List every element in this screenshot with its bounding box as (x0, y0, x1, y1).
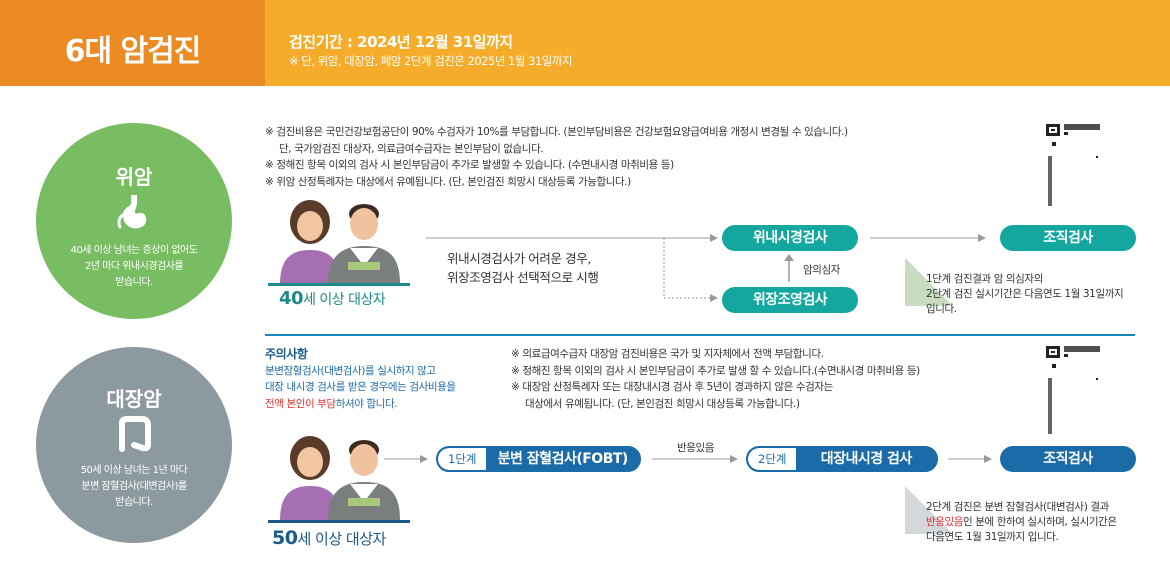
colon-footnote-line: 2단계 검진은 분변 잠혈검사(대변검사) 결과 (926, 501, 1109, 513)
biopsy-step-colon: 조직검사 (1000, 446, 1136, 472)
fobt-step: 1단계 분변 잠혈검사(FOBT) (436, 446, 641, 472)
colon-note: ※ 대장암 산정특례자 또는 대장내시경 검사 후 5년이 경과하지 않은 수검… (511, 381, 833, 393)
biopsy-step-stomach: 조직검사 (1000, 225, 1136, 251)
screening-period-note: ※ 단, 위암, 대장암, 폐암 2단계 검진은 2025년 1월 31일까지 (289, 54, 572, 68)
reaction-label: 반응있음 (677, 442, 715, 454)
fobt-step-text: 분변 잠혈검사(FOBT) (497, 451, 629, 467)
header-right-panel (265, 0, 1170, 86)
stomach-cancer-circle: 위암 40세 이상 남녀는 증상이 없어도 2년 마다 위내시경검사를 받습니다… (36, 123, 232, 319)
colon-note: 대상에서 유예됩니다. (단, 본인검진 희망시 대상등록 가능합니다.) (525, 397, 800, 410)
age-label-50: 50세 이상 대상자 (272, 527, 386, 549)
age-number-50: 50 (272, 527, 298, 549)
fobt-step-label: 1단계 (438, 448, 487, 470)
stomach-footnote-line: 1단계 검진결과 암 의심자의 (926, 273, 1043, 285)
age-number-40: 40 (279, 288, 304, 309)
stomach-note: 단, 국가암검진 대상자, 의료급여수급자는 본인부담이 없습니다. (279, 142, 544, 155)
endoscopy-step: 위내시경검사 (722, 225, 858, 251)
caution-red: 전액 본인이 부담 (265, 397, 336, 410)
caution-title: 주의사항 (265, 347, 308, 361)
stomach-footnote-line: 입니다. (926, 303, 957, 315)
arrow-right-icon (384, 455, 428, 463)
colon-footnote-line: 인 분에 한하여 실시하며, 실시기간은 (963, 516, 1117, 528)
contrast-step: 위장조영검사 (722, 287, 858, 313)
stomach-alt-line: 위내시경검사가 어려운 경우, (447, 251, 591, 266)
colonoscopy-step: 2단계 대장내시경 검사 (746, 446, 938, 472)
colon-desc-line: 분변 잠혈검사(대변검사)를 (81, 481, 187, 492)
age-text-50: 세 이상 대상자 (297, 530, 386, 548)
caution-line: 분변잠혈검사(대변검사)를 실시하지 않고 (265, 364, 436, 377)
stomach-desc-line: 40세 이상 남녀는 증상이 없어도 (70, 245, 198, 256)
colon-cancer-circle: 대장암 50세 이상 남녀는 1년 마다 분변 잠혈검사(대변검사)를 받습니다… (36, 347, 232, 543)
colon-note: ※ 정해진 항목 이외의 검사 시 본인부담금이 추가로 발생 할 수 있습니다… (511, 364, 920, 377)
page-title: 6대 암검진 (64, 34, 202, 69)
arrow-right-icon (870, 234, 986, 242)
qr-code-stomach (1044, 122, 1102, 206)
caution-box: 주의사항 분변잠혈검사(대변검사)를 실시하지 않고 대장 내시경 검사를 받은… (265, 346, 456, 412)
colon-notes: ※ 의료급여수급자 대장암 검진비용은 국가 및 지자체에서 전액 부담합니다.… (511, 346, 920, 412)
colon-footnote: 2단계 검진은 분변 잠혈검사(대변검사) 결과 반응있음인 분에 한하여 실시… (926, 500, 1117, 545)
colon-footnote-red: 반응있음 (926, 516, 964, 528)
people-illustration-40 (268, 196, 410, 290)
stomach-note: ※ 검진비용은 국민건강보험공단이 90% 수검자가 10%를 부담합니다. (… (265, 126, 848, 138)
footnote-triangle (905, 258, 953, 306)
colon-cancer-title: 대장암 (106, 387, 162, 411)
colon-footnote-line: 다음연도 1월 31일까지 입니다. (926, 531, 1059, 543)
stomach-footnote: 1단계 검진결과 암 의심자의 2단계 검진 실시기간은 다음연도 1월 31일… (926, 272, 1124, 317)
stomach-notes: ※ 검진비용은 국민건강보험공단이 90% 수검자가 10%를 부담합니다. (… (265, 124, 848, 190)
arrow-right-icon (948, 455, 992, 463)
age-text-40: 세 이상 대상자 (303, 292, 386, 308)
age-underline-50 (268, 520, 410, 523)
suspect-label: 암의심자 (803, 264, 841, 276)
colon-note: ※ 의료급여수급자 대장암 검진비용은 국가 및 지자체에서 전액 부담합니다. (511, 348, 824, 360)
colonoscopy-step-text: 대장내시경 검사 (820, 451, 913, 467)
stomach-note: ※ 정해진 항목 이외의 검사 시 본인부담금이 추가로 발생할 수 있습니다.… (265, 159, 674, 171)
age-underline-40 (268, 283, 410, 286)
stomach-alt-text: 위내시경검사가 어려운 경우, 위장조영검사 선택적으로 시행 (447, 249, 599, 287)
stomach-note: ※ 위암 산정특례자는 대상에서 유예됩니다. (단, 본인검진 희망시 대상등… (265, 175, 631, 188)
caution-end: 하셔야 합니다. (335, 397, 398, 410)
stomach-cancer-title: 위암 (115, 165, 153, 189)
stomach-alt-line: 위장조영검사 선택적으로 시행 (447, 270, 599, 285)
qr-code-colon (1044, 344, 1102, 434)
caution-line: 대장 내시경 검사를 받은 경우에는 검사비용을 (265, 381, 456, 393)
colonoscopy-step-label: 2단계 (748, 448, 797, 470)
header-left-panel (0, 0, 265, 86)
arrow-right-icon (652, 455, 738, 463)
colon-desc-line: 받습니다. (115, 497, 153, 508)
stomach-flow-lines (426, 234, 718, 302)
stomach-desc-line: 받습니다. (115, 277, 153, 288)
footnote-triangle (905, 486, 953, 534)
age-label-40: 40세 이상 대상자 (279, 288, 386, 309)
stomach-icon (117, 193, 151, 237)
stomach-desc-line: 2년 마다 위내시경검사를 (84, 261, 184, 272)
stomach-footnote-line: 2단계 검진 실시기간은 다음연도 1월 31일까지 (926, 288, 1124, 300)
screening-period: 검진기간 : 2024년 12월 31일까지 (289, 33, 513, 51)
colon-icon (114, 415, 154, 457)
people-illustration-50 (268, 432, 410, 526)
arrow-up-icon (784, 254, 794, 282)
colon-desc-line: 50세 이상 남녀는 1년 마다 (80, 465, 188, 476)
section-divider (265, 334, 1135, 336)
